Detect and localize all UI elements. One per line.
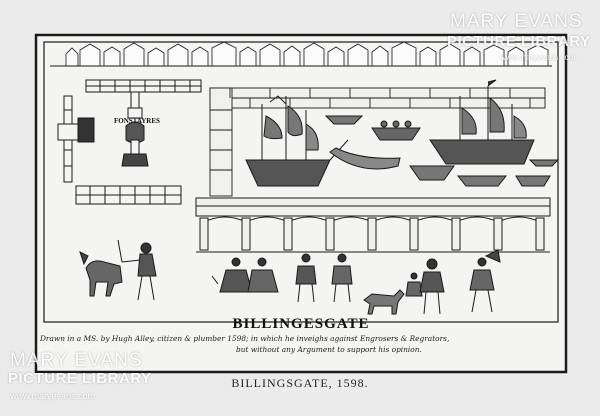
fonstayres-sign: FONSTAYRES (114, 117, 160, 125)
watermark-top-line2: PICTURE LIBRARY (447, 33, 591, 50)
small-boat-top (324, 115, 364, 125)
watermark-top-url: www.maryevans.com (500, 53, 576, 62)
fence-lower (75, 185, 182, 205)
two-porters (295, 253, 353, 303)
dog (363, 289, 405, 315)
brick-wall (209, 87, 546, 197)
town-skyline (65, 41, 549, 67)
boat-right-1 (456, 175, 508, 187)
fence-upper (85, 79, 202, 93)
watermark-bottom-line1: MARY EVANS (10, 350, 143, 371)
plate-title: BILLINGESGATE (232, 316, 370, 332)
inscription-line-1: Drawn in a MS. by Hugh Alley, citizen & … (40, 334, 450, 343)
crane-post (57, 95, 95, 183)
boat-right-2 (515, 175, 551, 187)
conduit-pillar (121, 91, 149, 167)
inscription-line-2: but without any Argument to support his … (236, 345, 422, 354)
rowing-boat (371, 120, 421, 141)
boat-right-3 (528, 159, 560, 167)
horse-and-man (79, 239, 157, 301)
watermark-bottom-line2: PICTURE LIBRARY (8, 370, 152, 387)
gentleman-and-vendors (405, 249, 501, 315)
watermark-top-line1: MARY EVANS (450, 11, 583, 32)
large-sailing-ship (245, 95, 349, 187)
watermark-bottom-url: www.maryevans.com (10, 391, 96, 401)
caption: BILLINGSGATE, 1598. (231, 376, 369, 390)
seated-women (211, 257, 279, 293)
right-sailing-ship (429, 79, 535, 165)
arcade-colonnade (195, 197, 551, 253)
barge (329, 147, 401, 170)
boat-mid (409, 165, 455, 181)
